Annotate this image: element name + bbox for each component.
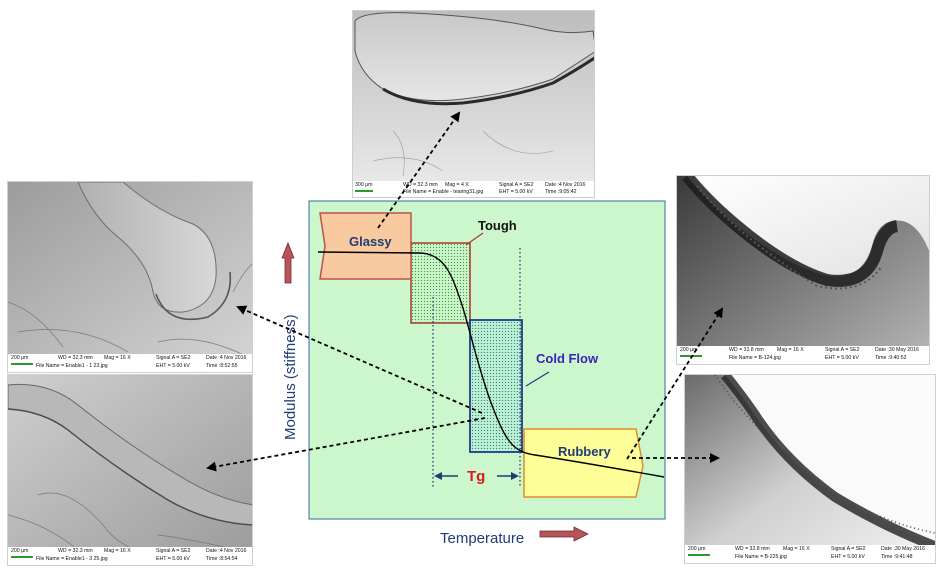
tough-region xyxy=(410,242,471,324)
sem-right-bottom-metadata: 200 µm WD = 32.8 mm Mag = 16 X Signal A … xyxy=(685,545,935,563)
tg-label: Tg xyxy=(467,468,485,485)
scale-label: 200 µm xyxy=(680,347,698,353)
eht-label: EHT = 5.00 kV xyxy=(831,554,865,560)
connector-cold-flow-to-left-bottom xyxy=(206,417,486,472)
sem-left-top-metadata: 200 µm WD = 32.3 mm Mag = 16 X Signal A … xyxy=(8,354,252,372)
wd-label: WD = 32.8 mm xyxy=(735,546,770,552)
connector-rubbery-to-right-top xyxy=(626,307,724,460)
tough-label: Tough xyxy=(478,218,517,233)
eht-label: EHT = 5.00 kV xyxy=(156,556,190,562)
wd-label: WD = 32.3 mm xyxy=(403,182,438,188)
sem-image-left-bottom: 200 µm WD = 32.3 mm Mag = 16 X Signal A … xyxy=(7,374,253,566)
eht-label: EHT = 5.00 kV xyxy=(825,355,859,361)
tough-leader xyxy=(465,232,484,246)
file-label: File Name = Enable - tearing31.jpg xyxy=(403,189,484,195)
mag-label: Mag = 16 X xyxy=(783,546,810,552)
sem-right-top-micrograph xyxy=(677,176,929,364)
scale-label: 200 µm xyxy=(688,546,706,552)
date-label: Date :4 Nov 2016 xyxy=(206,355,247,361)
sem-left-top-micrograph xyxy=(8,182,252,372)
sem-top-metadata: 300 µm WD = 32.3 mm Mag = 4 X Signal A =… xyxy=(353,181,594,197)
signal-label: Signal A = SE2 xyxy=(831,546,866,552)
scale-bar xyxy=(11,363,33,365)
mag-label: Mag = 16 X xyxy=(104,548,131,554)
scale-label: 200 µm xyxy=(11,548,29,554)
sem-right-top-metadata: 200 µm WD = 32.8 mm Mag = 16 X Signal A … xyxy=(677,346,929,364)
scale-bar xyxy=(355,190,373,192)
file-label: File Name = B-225.jpg xyxy=(735,554,787,560)
glassy-region xyxy=(319,212,412,280)
time-label: Time :9:05:42 xyxy=(545,189,577,195)
wd-label: WD = 32.3 mm xyxy=(58,355,93,361)
signal-label: Signal A = SE2 xyxy=(156,355,191,361)
file-label: File Name = Enable1 - 3 25.jpg xyxy=(36,556,108,562)
scale-label: 200 µm xyxy=(11,355,29,361)
connector-tough-to-left-top xyxy=(236,305,483,414)
signal-label: Signal A = SE2 xyxy=(499,182,534,188)
cold-flow-leader xyxy=(525,371,550,387)
sem-image-right-top: 200 µm WD = 32.8 mm Mag = 16 X Signal A … xyxy=(676,175,930,365)
scale-bar xyxy=(688,554,710,556)
y-axis-label: Modulus (stiffness) xyxy=(282,314,299,440)
mag-label: Mag = 16 X xyxy=(104,355,131,361)
sem-right-bottom-micrograph xyxy=(685,375,935,563)
wd-label: WD = 32.3 mm xyxy=(58,548,93,554)
time-label: Time :9:41:48 xyxy=(881,554,913,560)
wd-label: WD = 32.8 mm xyxy=(729,347,764,353)
date-label: Date :4 Nov 2016 xyxy=(545,182,586,188)
date-label: Date :30 May 2016 xyxy=(875,347,919,353)
x-axis-label: Temperature xyxy=(440,530,524,547)
modulus-curve xyxy=(317,251,665,478)
connector-glassy-to-top xyxy=(377,111,461,229)
mag-label: Mag = 4 X xyxy=(445,182,469,188)
eht-label: EHT = 5.00 kV xyxy=(499,189,533,195)
cold-flow-label: Cold Flow xyxy=(536,351,599,366)
file-label: File Name = B-124.jpg xyxy=(729,355,781,361)
sem-image-left-top: 200 µm WD = 32.3 mm Mag = 16 X Signal A … xyxy=(7,181,253,373)
time-label: Time :9:40:52 xyxy=(875,355,907,361)
date-label: Date :4 Nov 2016 xyxy=(206,548,247,554)
rubbery-label: Rubbery xyxy=(558,444,612,459)
file-label: File Name = Enable1 - 1 23.jpg xyxy=(36,363,108,369)
glassy-label: Glassy xyxy=(349,234,392,249)
signal-label: Signal A = SE2 xyxy=(156,548,191,554)
sem-left-bottom-metadata: 200 µm WD = 32.3 mm Mag = 16 X Signal A … xyxy=(8,547,252,565)
x-axis-arrow xyxy=(539,526,589,542)
y-axis-arrow xyxy=(281,241,295,284)
signal-label: Signal A = SE2 xyxy=(825,347,860,353)
sem-image-right-bottom: 200 µm WD = 32.8 mm Mag = 16 X Signal A … xyxy=(684,374,936,564)
mag-label: Mag = 16 X xyxy=(777,347,804,353)
scale-bar xyxy=(680,355,702,357)
time-label: Time :8:54:54 xyxy=(206,556,238,562)
sem-image-top: 300 µm WD = 32.3 mm Mag = 4 X Signal A =… xyxy=(352,10,595,198)
time-label: Time :8:52:55 xyxy=(206,363,238,369)
scale-bar xyxy=(11,556,33,558)
sem-top-micrograph xyxy=(353,11,594,197)
date-label: Date :30 May 2016 xyxy=(881,546,925,552)
scale-label: 300 µm xyxy=(355,182,373,188)
cold-flow-region xyxy=(469,319,523,453)
eht-label: EHT = 5.00 kV xyxy=(156,363,190,369)
sem-left-bottom-micrograph xyxy=(8,375,252,565)
